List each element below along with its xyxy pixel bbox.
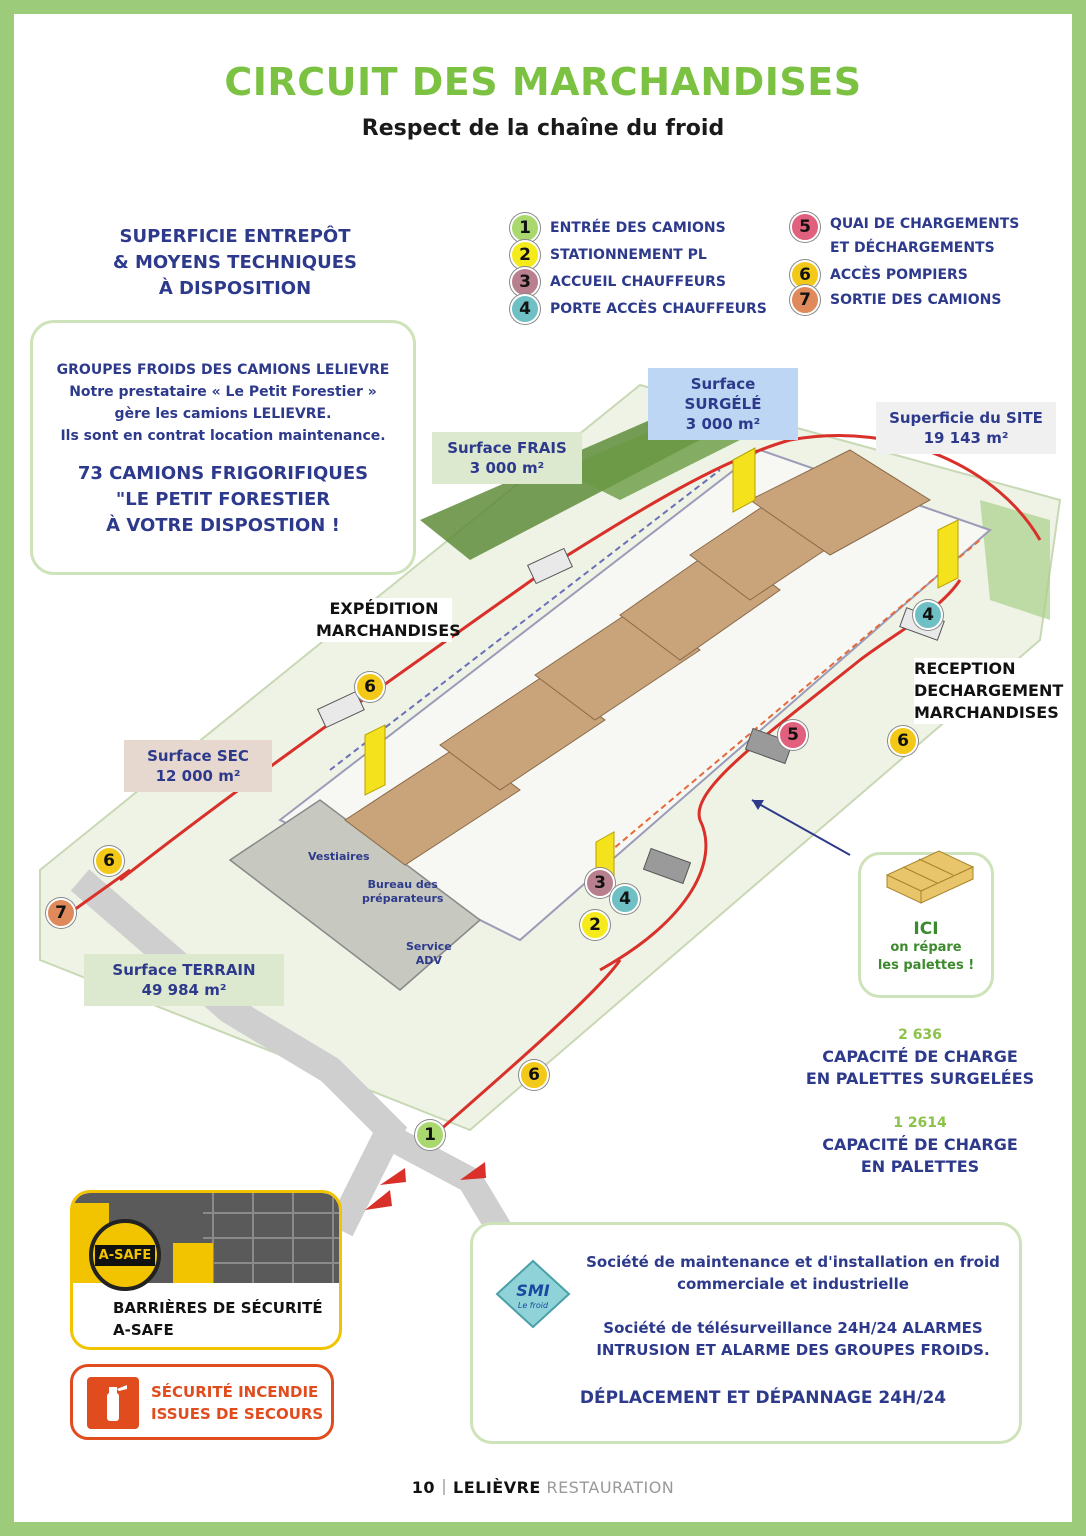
superficie-heading: SUPERFICIE ENTREPÔT & MOYENS TECHNIQUES … [113,226,357,299]
legend-item-3: 3 ACCUEIL CHAUFFEURS [510,267,726,297]
badge-4: 4 [510,294,540,324]
asafe-box: A-SAFE BARRIÈRES DE SÉCURITÉ A-SAFE [70,1190,342,1350]
surface-frais-label: Surface FRAIS 3 000 m² [432,432,582,484]
fire-extinguisher-icon [87,1377,139,1429]
legend-item-1: 1 ENTRÉE DES CAMIONS [510,213,726,243]
page-subtitle: Respect de la chaîne du froid [361,116,725,141]
surface-site-label: Superficie du SITE 19 143 m² [876,402,1056,454]
expedition-label: EXPÉDITION MARCHANDISES [316,598,461,642]
map-badge-7: 7 [46,898,76,928]
legend-item-5: 5 QUAI DE CHARGEMENTS ET DÉCHARGEMENTS [790,212,1019,260]
map-badge-4a: 4 [913,600,943,630]
surface-surgele-label: Surface SURGÉLÉ 3 000 m² [648,368,798,440]
legend-item-7: 7 SORTIE DES CAMIONS [790,285,1001,315]
badge-2: 2 [510,240,540,270]
map-badge-1: 1 [415,1120,445,1150]
capacity-surgelees: 2 636 CAPACITÉ DE CHARGE EN PALETTES SUR… [805,1027,1035,1088]
badge-1: 1 [510,213,540,243]
map-badge-6b: 6 [888,726,918,756]
map-badge-6d: 6 [519,1060,549,1090]
info-box-groupes-froids: GROUPES FROIDS DES CAMIONS LELIEVRE Notr… [30,320,416,575]
vestiaires-label: Vestiaires [308,850,370,863]
pallet-icon [885,850,975,904]
map-badge-6a: 6 [355,672,385,702]
site-map [39,383,1062,1237]
legend-item-4: 4 PORTE ACCÈS CHAUFFEURS [510,294,767,324]
page-title: CIRCUIT DES MARCHANDISES [224,60,862,104]
bureau-label: Bureau des préparateurs [362,878,444,905]
capacity-palettes: 1 2614 CAPACITÉ DE CHARGE EN PALETTES [822,1115,1018,1176]
pallet-ici: ICI [913,919,939,939]
service-adv-label: Service ADV [406,940,452,967]
map-badge-4b: 4 [610,884,640,914]
surface-terrain-label: Surface TERRAIN 49 984 m² [84,954,284,1006]
fire-safety-box: SÉCURITÉ INCENDIE ISSUES DE SECOURS [70,1364,334,1440]
smi-depannage: DÉPLACEMENT ET DÉPANNAGE 24H/24 [579,1388,947,1408]
legend-item-2: 2 STATIONNEMENT PL [510,240,707,270]
badge-3: 3 [510,267,540,297]
smi-logo: SMI Le froid [495,1259,571,1329]
badge-5: 5 [790,212,820,242]
map-badge-6c: 6 [94,846,124,876]
asafe-logo: A-SAFE [89,1219,161,1291]
reception-label: RECEPTION DECHARGEMENT MARCHANDISES [914,658,1064,724]
badge-7: 7 [790,285,820,315]
smi-box: SMI Le froid Société de maintenance et d… [470,1222,1022,1444]
pallet-repair-box: ICI on répare les palettes ! [858,850,994,998]
map-badge-5: 5 [778,720,808,750]
map-badge-2: 2 [580,910,610,940]
surface-sec-label: Surface SEC 12 000 m² [124,740,272,792]
